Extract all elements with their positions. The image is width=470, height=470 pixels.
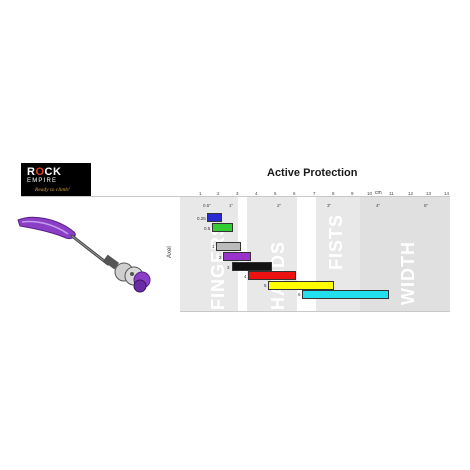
cm-tick: 11	[389, 191, 394, 196]
chart-bottom-line	[180, 311, 450, 312]
page-title: Active Protection	[267, 167, 358, 179]
logo-rock-text: ROCK	[27, 166, 62, 178]
size-label: 3	[227, 265, 230, 270]
size-label: 1	[212, 244, 215, 249]
rock-empire-logo: ROCK EMPIRE Ready to climb!	[21, 163, 91, 197]
cm-tick: 10	[367, 191, 373, 196]
range-bar-1	[216, 242, 241, 251]
inch-tick: 0.5"	[203, 203, 211, 208]
inch-tick: 1"	[229, 203, 234, 208]
size-label: 0.5	[204, 226, 211, 231]
cm-tick: 14	[444, 191, 450, 196]
inch-tick: 2"	[277, 203, 282, 208]
cm-unit-label: cm	[375, 190, 382, 196]
cm-tick: 2	[217, 191, 220, 196]
size-label: 4	[244, 274, 247, 279]
logo-empire-text: EMPIRE	[27, 178, 58, 184]
cm-tick: 12	[408, 191, 414, 196]
cm-tick: 1	[199, 191, 202, 196]
size-label: 5	[264, 283, 267, 288]
inch-tick: 5"	[424, 203, 429, 208]
logo-tagline: Ready to climb!	[35, 187, 70, 193]
cm-tick: 8	[332, 191, 335, 196]
range-bar-05	[212, 223, 233, 232]
zone-label-width: WIDTH	[398, 241, 418, 305]
cm-tick: 9	[351, 191, 354, 196]
inch-tick: 3"	[327, 203, 332, 208]
cm-tick: 3	[236, 191, 239, 196]
range-bar-5	[268, 281, 334, 290]
zone-label-fingers: FINGERS	[208, 222, 228, 310]
range-bar-4	[248, 271, 296, 280]
cm-tick: 4	[255, 191, 258, 196]
inch-tick: 4"	[376, 203, 381, 208]
cm-tick: 7	[313, 191, 316, 196]
range-bar-6	[302, 290, 389, 299]
size-label: 2	[219, 255, 222, 260]
range-bar-2	[223, 252, 251, 261]
range-bar-025	[207, 213, 222, 222]
size-label: 6	[298, 292, 301, 297]
cm-tick: 5	[274, 191, 277, 196]
range-bar-3	[232, 262, 272, 271]
cm-tick: 6	[293, 191, 296, 196]
zone-label-fists: FISTS	[326, 213, 346, 270]
size-label: 0.25	[197, 216, 206, 221]
purple-cam-device-icon	[17, 216, 151, 293]
chart-top-line	[21, 196, 450, 197]
cm-tick: 13	[426, 191, 432, 196]
zone-hands	[247, 197, 297, 311]
